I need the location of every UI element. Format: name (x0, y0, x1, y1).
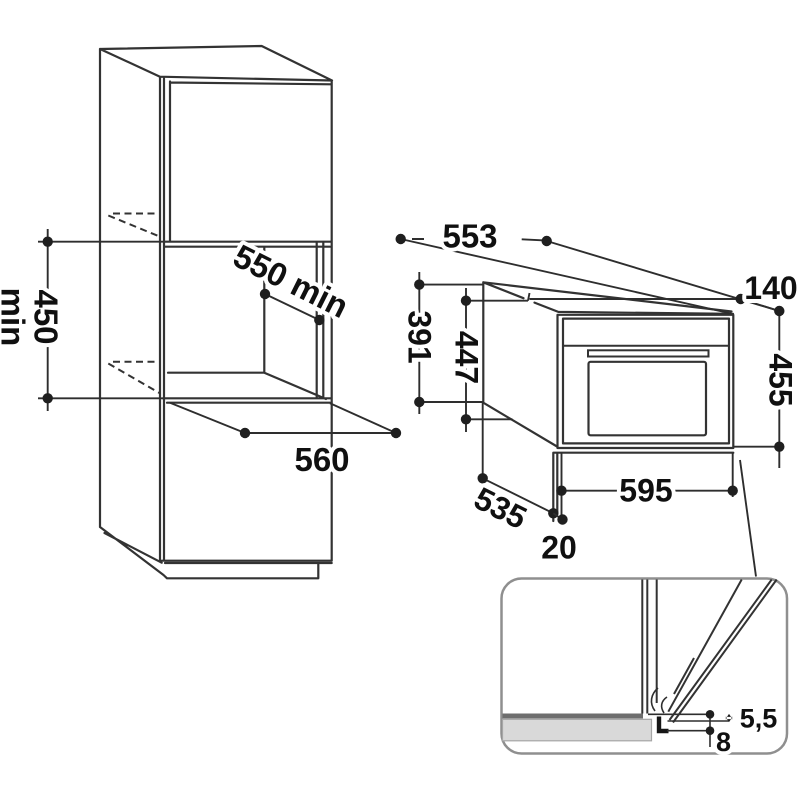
cabinet-column-drawing (98, 44, 334, 580)
dim-label-560: 560 (294, 441, 349, 478)
dim-dot (556, 485, 567, 496)
dim-top-clearance-140: 140 (735, 266, 800, 312)
detail-panel-edges (641, 579, 658, 714)
dim-label-20: 20 (541, 530, 577, 566)
dim-dot (42, 236, 53, 247)
dim-dot (460, 414, 472, 425)
dim-dot (314, 314, 325, 326)
detail-plinth-band (501, 718, 653, 742)
dim-label-140: 140 (744, 270, 797, 306)
dim-dot (414, 396, 425, 408)
detail-dim-lines (648, 713, 729, 747)
dim-label-535: 535 (469, 480, 533, 536)
dim-lines (169, 401, 397, 434)
dim-lines (38, 229, 163, 411)
dim-dot (735, 293, 746, 305)
dim-label-8: 8 (716, 727, 731, 757)
dim-label-391: 391 (401, 310, 437, 363)
detail-leader-line (739, 459, 757, 577)
dim-width-595: 595 (556, 452, 738, 516)
dim-label-450: 450 (28, 289, 65, 344)
dim-dot (395, 233, 406, 245)
dim-top-depth-553: 553 (395, 214, 780, 315)
gap-arrow-marks (725, 713, 733, 723)
dim-label-5-5: 5,5 (740, 704, 778, 734)
dim-label-550-min: 550 min (228, 237, 355, 325)
detail-hinge-curves (650, 687, 668, 714)
dim-dot (414, 279, 425, 290)
dim-dot (259, 288, 271, 300)
dim-dot (239, 427, 251, 439)
detail-open-door (667, 578, 778, 724)
oven-front-frame (556, 313, 735, 450)
dim-niche-width-560: 560 (169, 401, 402, 482)
hidden-shelf-dashed-lines (107, 212, 161, 395)
dim-dot (774, 305, 785, 317)
detail-corner-bracket (656, 716, 669, 734)
dim-label-553: 553 (442, 218, 497, 255)
dim-dot (705, 726, 715, 735)
dim-dot (774, 441, 785, 452)
dim-label-450-min: min (0, 288, 32, 347)
dim-lines (400, 238, 780, 315)
dim-dot (557, 514, 568, 525)
detail-frame (500, 577, 789, 755)
dim-door-offset-20: 20 (537, 512, 581, 570)
dim-label-447: 447 (449, 331, 485, 384)
dim-label-595: 595 (619, 473, 672, 509)
door-handle (587, 349, 710, 358)
dim-label-455: 455 (763, 353, 799, 406)
dim-dot (541, 235, 552, 247)
dim-dot (390, 427, 402, 439)
door-detail-inset: 5,5 8 (500, 459, 789, 761)
dim-lines (740, 298, 780, 312)
dim-lines (264, 293, 320, 321)
dim-niche-depth-550: 550 min (224, 233, 359, 329)
oven-door (561, 317, 731, 445)
dim-lines (465, 288, 741, 432)
dim-mid-height-447: 447 (445, 288, 741, 432)
door-window (587, 360, 708, 437)
oven-body-outline (482, 281, 735, 523)
dim-front-height-455: 455 (733, 305, 800, 468)
cabinet-outline (98, 44, 334, 580)
dim-niche-height-450: 450 min (0, 229, 163, 411)
dim-rear-height-391: 391 (397, 272, 484, 414)
dim-dot (705, 710, 715, 719)
dim-dot (42, 393, 53, 404)
dim-bottom-depth-535: 535 (465, 403, 559, 540)
dim-lines (418, 272, 484, 414)
dim-lines (481, 403, 554, 515)
dim-dot (460, 295, 472, 306)
dim-dot (477, 473, 488, 484)
dim-dot (727, 485, 738, 496)
oven-drawing (482, 281, 735, 523)
